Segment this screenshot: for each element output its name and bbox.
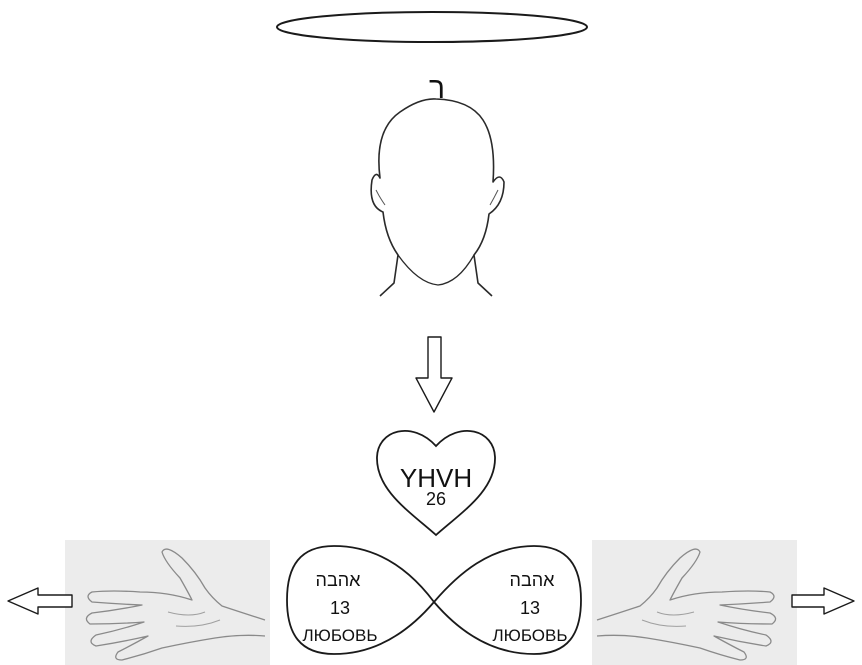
- infinity-right-russian: ЛЮБОВЬ: [492, 626, 567, 645]
- head-icon: [371, 96, 504, 296]
- down-arrow-icon: [416, 337, 452, 412]
- heart-number: 26: [426, 489, 446, 509]
- halo-icon: [277, 12, 587, 42]
- right-arrow-icon: [792, 588, 854, 614]
- right-hand-icon: [592, 540, 797, 665]
- left-hand-icon: [65, 540, 270, 665]
- infinity-left-russian: ЛЮБОВЬ: [302, 626, 377, 645]
- left-arrow-icon: [8, 588, 72, 614]
- infinity-right-number: 13: [520, 598, 540, 618]
- infinity-left-hebrew: אהבה: [316, 570, 362, 590]
- infinity-right-hebrew: אהבה: [510, 570, 556, 590]
- infinity-left-number: 13: [330, 598, 350, 618]
- head-letter: ר: [429, 72, 445, 105]
